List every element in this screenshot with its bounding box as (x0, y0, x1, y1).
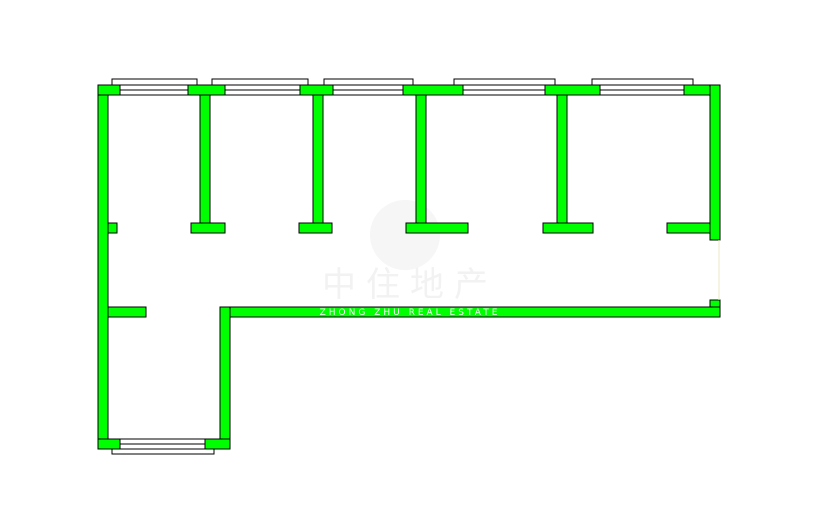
partition (199, 94, 211, 224)
wall-top (402, 84, 464, 96)
window (591, 78, 694, 96)
window (111, 78, 198, 96)
partition (556, 94, 568, 224)
wall-bottom (97, 438, 121, 450)
partition-end (298, 222, 333, 234)
wall-lower-right (219, 306, 231, 450)
partition-stub (107, 222, 118, 234)
window (211, 78, 309, 96)
wall-top (97, 84, 121, 96)
walls (97, 84, 721, 450)
partition-end (190, 222, 226, 234)
wall-right (709, 84, 721, 241)
partition (415, 94, 427, 224)
partition (312, 94, 324, 224)
window (111, 438, 215, 455)
watermark-logo (370, 200, 440, 270)
wall-top (544, 84, 601, 96)
wall-top (299, 84, 334, 96)
partition-stub (107, 306, 147, 318)
wall-top (187, 84, 226, 96)
window (323, 78, 414, 96)
wall-bottom (204, 438, 231, 450)
window (453, 78, 556, 96)
windows (111, 78, 694, 455)
partition-stub (666, 222, 711, 234)
partition-end (542, 222, 594, 234)
partition-end (405, 222, 469, 234)
watermark-english: ZHONG ZHU REAL ESTATE (320, 308, 501, 318)
watermark-chinese: 中住地产 (322, 265, 498, 305)
wall-left (97, 84, 109, 450)
